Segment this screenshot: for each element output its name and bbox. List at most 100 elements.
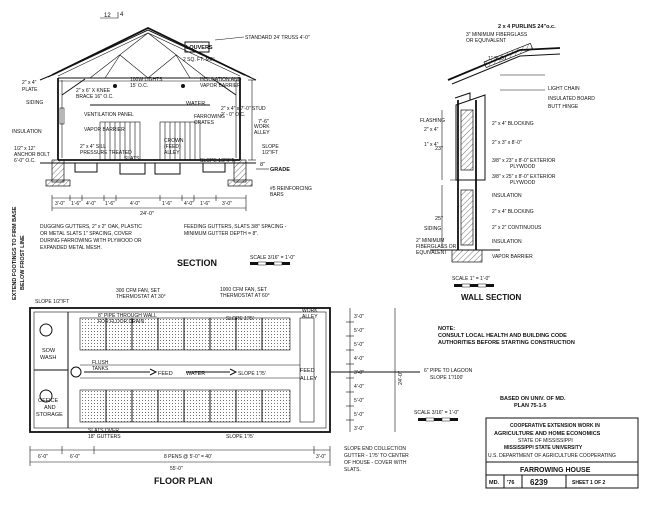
drawing-label: NOTE: — [438, 326, 455, 332]
drawing-label: MD. — [489, 480, 500, 486]
drawing-label: DUGGING GUTTERS, 2" x 2" OAK, PLASTIC — [40, 224, 142, 230]
drawing-label: 6" PIPE TO LAGOON — [424, 368, 473, 374]
drawing-label: AND — [44, 405, 56, 411]
drawing-label: SLOPE END COLLECTION — [344, 446, 406, 452]
drawing-label: 7'-6" — [258, 119, 269, 125]
drawing-label: 8 PENS @ 5'-0" = 40' — [164, 454, 212, 460]
drawing-label: THERMOSTAT AT 30° — [116, 294, 166, 300]
drawing-label: SHEET 1 OF 2 — [572, 480, 606, 486]
drawing-label: 2" x 4" SILL — [80, 144, 106, 150]
drawing-label: 1" SLOT — [488, 56, 507, 62]
drawing-label: CONSULT LOCAL HEALTH AND BUILDING CODE — [438, 333, 567, 339]
drawing-label: ANCHOR BOLT — [14, 152, 50, 158]
drawing-label: WORK — [254, 124, 270, 130]
drawing-label: VAPOR BARRIER — [84, 127, 125, 133]
notes: NOTE: CONSULT LOCAL HEALTH AND BUILDING … — [438, 326, 575, 409]
drawing-label: FLASHING — [420, 118, 445, 124]
drawing-label: 6'-0" — [70, 454, 80, 460]
drawing-label: FIBERGLASS OR — [416, 244, 457, 250]
drawing-label: OR EQUIVALENT — [466, 38, 506, 44]
drawing-label: 1'-6" — [105, 201, 115, 207]
drawing-label: 4'-0" — [354, 384, 364, 390]
drawing-label: PRESSURE TREATED — [80, 150, 132, 156]
section-labels: STANDARD 24' TRUSS 4'-0" LOUVERS 2 SQ. F… — [12, 12, 312, 300]
drawing-label: 2" MINIMUM — [416, 238, 444, 244]
drawing-label: ALLEY — [164, 150, 180, 156]
drawing-label: 1/2" x 12" — [14, 146, 36, 152]
drawing-label: CROWN — [164, 138, 184, 144]
drawing-label: OFFICE — [38, 398, 58, 404]
footing-note: EXTEND FOOTINGS TO FIRM BASE — [12, 206, 18, 300]
drawing-label: AGRICULTURE AND HOME ECONOMICS — [494, 431, 601, 437]
drawing-title: FARROWING HOUSE — [520, 467, 591, 474]
drawing-label: 23" — [435, 146, 443, 152]
louvers-label: LOUVERS — [186, 45, 213, 51]
drawing-label: 3/8" x 23" x 8'-0" EXTERIOR — [492, 158, 556, 164]
drawing-label: SLOPE 1/2"/FT — [200, 158, 234, 164]
drawing-label: 3'-0" — [316, 454, 326, 460]
title-block: COOPERATIVE EXTENSION WORK IN AGRICULTUR… — [485, 417, 639, 489]
drawing-label: BRACE 16" O.C. — [76, 94, 114, 100]
floor-plan-labels: SLOPE 1/2"/FT 300 CFM FAN, SET THERMOSTA… — [35, 287, 473, 486]
drawing-label: 4 — [120, 12, 124, 18]
truss-label: STANDARD 24' TRUSS 4'-0" — [245, 35, 310, 41]
drawing-label: 5'-0" — [354, 412, 364, 418]
drawing-label: WORK — [302, 308, 318, 314]
drawing-label: BELOW FROST LINE — [20, 235, 26, 290]
drawing-label: SLOPE 1"/5' — [226, 434, 254, 440]
drawing-label: 5'-0" — [354, 328, 364, 334]
drawing-label: VAPOR BARRIER — [492, 254, 533, 260]
drawing-label: INSULATION — [12, 129, 42, 135]
drawing-label: VAPOR BARRIER — [200, 83, 241, 89]
drawing-label: WATER — [186, 101, 205, 107]
drawing-label: 24'-0" — [140, 211, 154, 217]
drawing-label: 2" x 4" x 7'-0" STUD — [221, 106, 266, 112]
drawing-label: 3" MINIMUM FIBERGLASS — [466, 32, 528, 38]
drawing-label: 1" x 4" — [424, 142, 439, 148]
wall-section-drawing — [430, 42, 561, 288]
drawing-label: STORAGE — [36, 412, 63, 418]
drawing-label: BASED ON UNIV. OF MD. — [500, 396, 566, 402]
drawing-label: PLAN 75-1-5 — [514, 403, 546, 409]
drawing-label: 6'-0" — [38, 454, 48, 460]
section-title: SECTION — [177, 258, 217, 268]
drawing-label: #5 REINFORCING — [270, 186, 312, 192]
drawing-label: SIDING — [424, 226, 441, 232]
drawing-label: SLOPE 1"/5' — [226, 316, 254, 322]
drawing-label: SLOPE — [262, 144, 279, 150]
drawing-label: 4'-0" — [86, 201, 96, 207]
drawing-label: FEED — [158, 371, 173, 377]
drawing-label: 15' O.C. — [130, 83, 148, 89]
drawing-label: 5'-0" — [354, 342, 364, 348]
drawing-label: SLATS. — [344, 467, 361, 473]
drawing-label: FARROWING — [194, 114, 225, 120]
section-drawing — [39, 12, 290, 266]
drawing-label: TANKS — [92, 366, 109, 372]
drawing-label: 25" — [435, 216, 443, 222]
drawing-label: PLYWOOD — [510, 180, 536, 186]
drawing-label: 3'-0" — [354, 314, 364, 320]
drawing-label: 4'-0" — [130, 201, 140, 207]
drawing-label: GUTTER - 1"/5' TO CENTER — [344, 453, 409, 459]
drawing-label: 4'-0" — [354, 356, 364, 362]
drawing-label: SLOPE 1"/100' — [430, 375, 463, 381]
drawing-label: 1000 CFM FAN, SET — [220, 287, 267, 293]
drawing-label: SIDING — [26, 100, 43, 106]
drawing-label: LIGHT CHAIN — [548, 86, 580, 92]
drawing-label: BARS — [270, 192, 284, 198]
drawing-label: FEED — [300, 368, 315, 374]
drawing-label: 12 — [104, 13, 111, 19]
drawing-label: 3'-0" — [55, 201, 65, 207]
drawing-label: 6'-0" O.C. — [14, 158, 36, 164]
drawing-label: PLYWOOD — [510, 164, 536, 170]
drawing-label: COOPERATIVE EXTENSION WORK IN — [510, 423, 600, 429]
drawing-label: 18" GUTTERS — [88, 434, 121, 440]
drawing-label: ALLEY — [300, 376, 317, 382]
drawing-label: 8" — [260, 162, 265, 168]
drawing-label: 3'-0" — [354, 426, 364, 432]
drawing-label: 2" x 4" BLOCKING — [492, 121, 534, 127]
drawing-label: MINIMUM GUTTER DEPTH = 8". — [184, 231, 258, 237]
drawing-label: SLATS OVER — [88, 428, 119, 434]
drawing-label: AUTHORITIES BEFORE STARTING CONSTRUCTION — [438, 340, 575, 346]
